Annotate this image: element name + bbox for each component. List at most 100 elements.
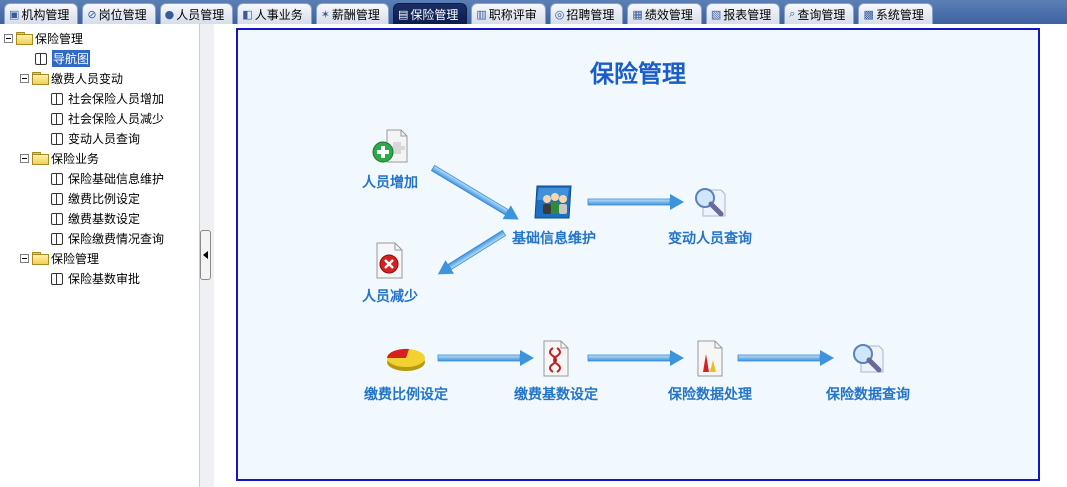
flow-add-person[interactable]: 人员增加 (362, 126, 418, 192)
tab-5[interactable]: ✶薪酬管理 (315, 3, 389, 24)
tab-label: 职称评审 (488, 7, 537, 22)
flow-label: 人员增加 (362, 175, 418, 191)
flow-remove-person[interactable]: 人员减少 (362, 240, 418, 306)
book-icon (50, 112, 65, 125)
recruit-icon: ◎ (554, 7, 565, 21)
tree-item-label: 导航图 (52, 49, 91, 67)
magnifier-icon (847, 338, 889, 380)
flow-label: 缴费比例设定 (364, 387, 448, 403)
tab-label: 报表管理 (723, 7, 772, 22)
book-icon (50, 232, 65, 245)
add-document-icon (369, 126, 411, 168)
tab-label: 薪酬管理 (331, 7, 380, 22)
tree-item-label: 保险基础信息维护 (68, 171, 165, 186)
tree-group-label: 保险管理 (51, 251, 100, 266)
system-icon: ▩ (863, 7, 874, 21)
grid-icon: ▦ (632, 7, 643, 21)
flow-arrows (430, 164, 834, 366)
arrow (587, 194, 684, 210)
tab-label: 绩效管理 (644, 7, 693, 22)
pie-chart-icon (385, 338, 427, 380)
tree-item[interactable]: 社会保险人员增加 (50, 89, 164, 107)
tab-1[interactable]: ▣机构管理 (4, 3, 79, 24)
tree-root-label: 保险管理 (35, 31, 84, 46)
tree-item[interactable]: 保险缴费情况查询 (50, 229, 164, 247)
tree-item[interactable]: 保险基础信息维护 (50, 169, 164, 187)
building-icon: ▣ (9, 7, 20, 21)
folder-icon (16, 32, 33, 45)
collapse-icon[interactable] (20, 73, 29, 83)
flow-base-setting[interactable]: 缴费基数设定 (514, 338, 598, 404)
delete-document-icon (369, 240, 411, 282)
collapse-sidebar-button[interactable] (200, 230, 211, 280)
tree-group-management[interactable]: 保险管理 (20, 249, 99, 267)
arrow (437, 350, 534, 366)
collapse-icon[interactable] (20, 153, 29, 163)
tree-group-label: 保险业务 (51, 151, 100, 166)
people-icon: ◧ (242, 7, 253, 21)
certificate-icon: ▥ (476, 7, 487, 21)
person-icon: ● (164, 7, 175, 21)
navigation-tree: 保险管理 导航图 缴费人员变动 社会保险人员增加 社会保险人员减少 变动人员查询… (0, 24, 200, 487)
book-icon (50, 192, 65, 205)
data-document-icon (535, 338, 577, 380)
link-icon: ⊘ (87, 7, 97, 21)
tab-label: 查询管理 (797, 7, 846, 22)
folder-icon (32, 72, 49, 85)
tab-label: 保险管理 (410, 7, 459, 22)
flow-rate-setting[interactable]: 缴费比例设定 (364, 338, 448, 404)
book-icon (34, 52, 49, 65)
tab-6[interactable]: ▤保险管理 (392, 3, 468, 24)
tree-item-label: 社会保险人员增加 (68, 91, 165, 106)
tree-root[interactable]: 保险管理 (4, 29, 83, 47)
module-tab-bar: ▣机构管理⊘岗位管理●人员管理◧人事业务✶薪酬管理▤保险管理▥职称评审◎招聘管理… (0, 0, 1067, 24)
arrow (437, 229, 507, 275)
folder-icon (32, 152, 49, 165)
money-icon: ✶ (320, 7, 330, 21)
tree-group-business[interactable]: 保险业务 (20, 149, 99, 167)
tree-item[interactable]: 保险基数审批 (50, 269, 140, 287)
flow-label: 人员减少 (362, 289, 418, 305)
tab-label: 人事业务 (254, 7, 303, 22)
tab-3[interactable]: ●人员管理 (159, 3, 234, 24)
flow-data-query[interactable]: 保险数据查询 (826, 338, 910, 404)
tree-item-label: 缴费基数设定 (68, 211, 141, 226)
tree-group-changes[interactable]: 缴费人员变动 (20, 69, 123, 87)
tree-item-label: 缴费比例设定 (68, 191, 141, 206)
tab-8[interactable]: ◎招聘管理 (549, 3, 624, 24)
tree-item[interactable]: 变动人员查询 (50, 129, 140, 147)
flow-base-info[interactable]: 基础信息维护 (512, 182, 596, 248)
tab-label: 人员管理 (176, 7, 225, 22)
tab-11[interactable]: ⌕查询管理 (784, 3, 855, 24)
arrow (587, 350, 684, 366)
book-icon (50, 132, 65, 145)
flow-label: 保险数据查询 (826, 387, 910, 403)
tree-item-label: 保险基数审批 (68, 271, 141, 286)
search-icon: ⌕ (789, 7, 796, 20)
flow-data-process[interactable]: 保险数据处理 (668, 338, 752, 404)
flow-title: 保险管理 (590, 60, 686, 88)
tab-label: 系统管理 (875, 7, 924, 22)
tab-10[interactable]: ▧报表管理 (705, 3, 781, 24)
book-icon (50, 272, 65, 285)
tree-item-label: 保险缴费情况查询 (68, 231, 165, 246)
tree-item[interactable]: 缴费比例设定 (50, 189, 140, 207)
tab-7[interactable]: ▥职称评审 (471, 3, 546, 24)
users-icon (533, 182, 575, 224)
collapse-icon[interactable] (4, 33, 13, 43)
flow-label: 基础信息维护 (512, 231, 596, 247)
tab-4[interactable]: ◧人事业务 (237, 3, 312, 24)
flow-label: 保险数据处理 (668, 387, 752, 403)
tree-item[interactable]: 社会保险人员减少 (50, 109, 164, 127)
tab-2[interactable]: ⊘岗位管理 (82, 3, 156, 24)
tab-9[interactable]: ▦绩效管理 (627, 3, 702, 24)
tree-group-label: 缴费人员变动 (51, 71, 124, 86)
arrow (430, 164, 519, 220)
flow-change-query[interactable]: 变动人员查询 (668, 182, 752, 248)
tree-item-label: 社会保险人员减少 (68, 111, 165, 126)
tab-12[interactable]: ▩系统管理 (858, 3, 933, 24)
tab-label: 招聘管理 (566, 7, 615, 22)
tree-item-nav[interactable]: 导航图 (34, 49, 91, 67)
tree-item[interactable]: 缴费基数设定 (50, 209, 140, 227)
collapse-icon[interactable] (20, 253, 29, 263)
